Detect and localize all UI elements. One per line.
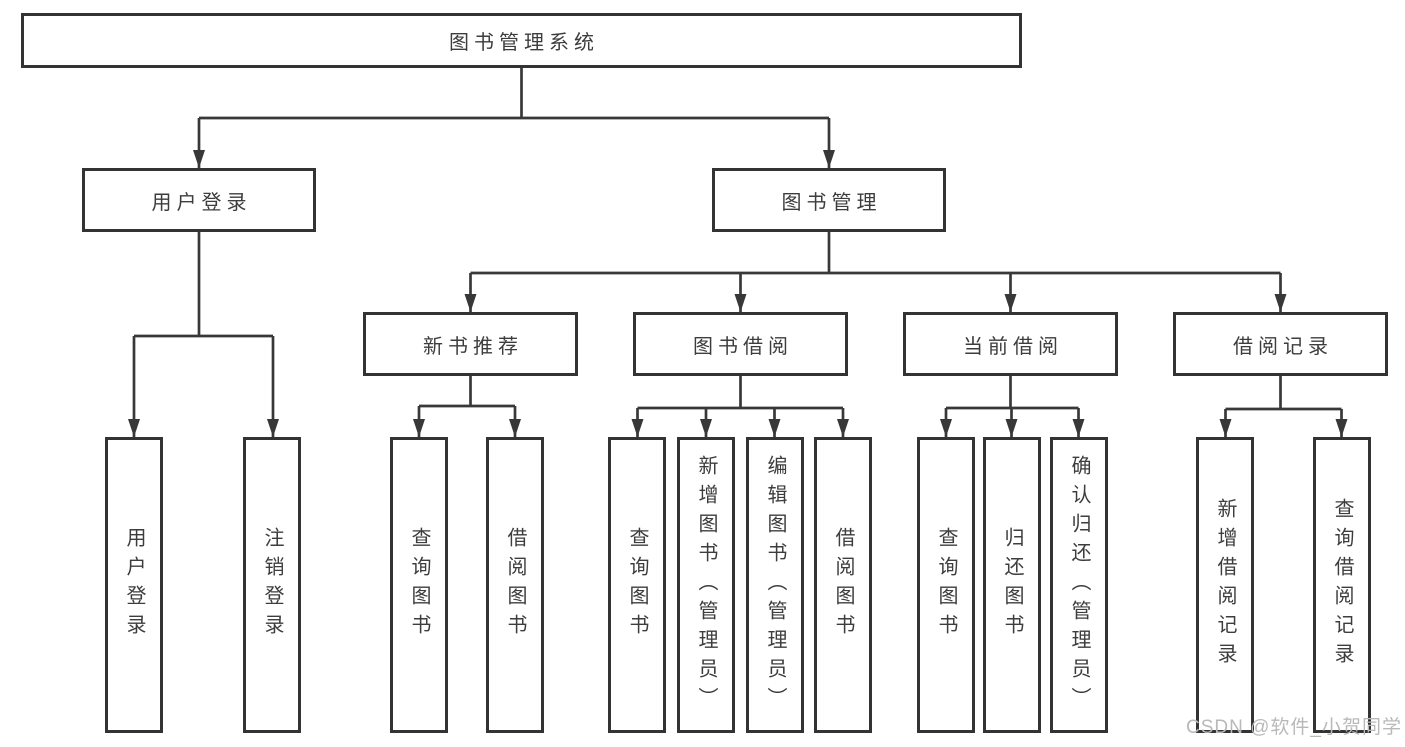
node-book-management: 图书管理 — [712, 168, 946, 232]
leaf-edit-book-admin: 编辑图书（管理员） — [746, 437, 804, 733]
node-current-borrow: 当前借阅 — [903, 312, 1118, 376]
node-user-login: 用户登录 — [82, 168, 316, 232]
leaf-query-books-current: 查询图书 — [917, 437, 975, 733]
leaf-add-book-admin: 新增图书（管理员） — [677, 437, 735, 733]
leaf-return-book: 归还图书 — [983, 437, 1041, 733]
leaf-logout: 注销登录 — [243, 437, 301, 733]
leaf-borrow-books-borrow: 借阅图书 — [814, 437, 872, 733]
node-new-book-recommend: 新书推荐 — [363, 312, 578, 376]
csdn-watermark: CSDN @软件_小贺同学 — [1186, 717, 1402, 738]
node-book-borrow: 图书借阅 — [633, 312, 848, 376]
leaf-borrow-books-recommend: 借阅图书 — [486, 437, 544, 733]
leaf-add-borrow-record: 新增借阅记录 — [1196, 437, 1254, 733]
leaf-query-books-borrow: 查询图书 — [608, 437, 666, 733]
leaf-query-books-recommend: 查询图书 — [390, 437, 448, 733]
node-root-system: 图书管理系统 — [21, 13, 1022, 68]
leaf-confirm-return-admin: 确认归还（管理员） — [1050, 437, 1108, 733]
leaf-query-borrow-record: 查询借阅记录 — [1313, 437, 1371, 733]
leaf-user-login: 用户登录 — [105, 437, 163, 733]
node-borrow-records: 借阅记录 — [1173, 312, 1388, 376]
